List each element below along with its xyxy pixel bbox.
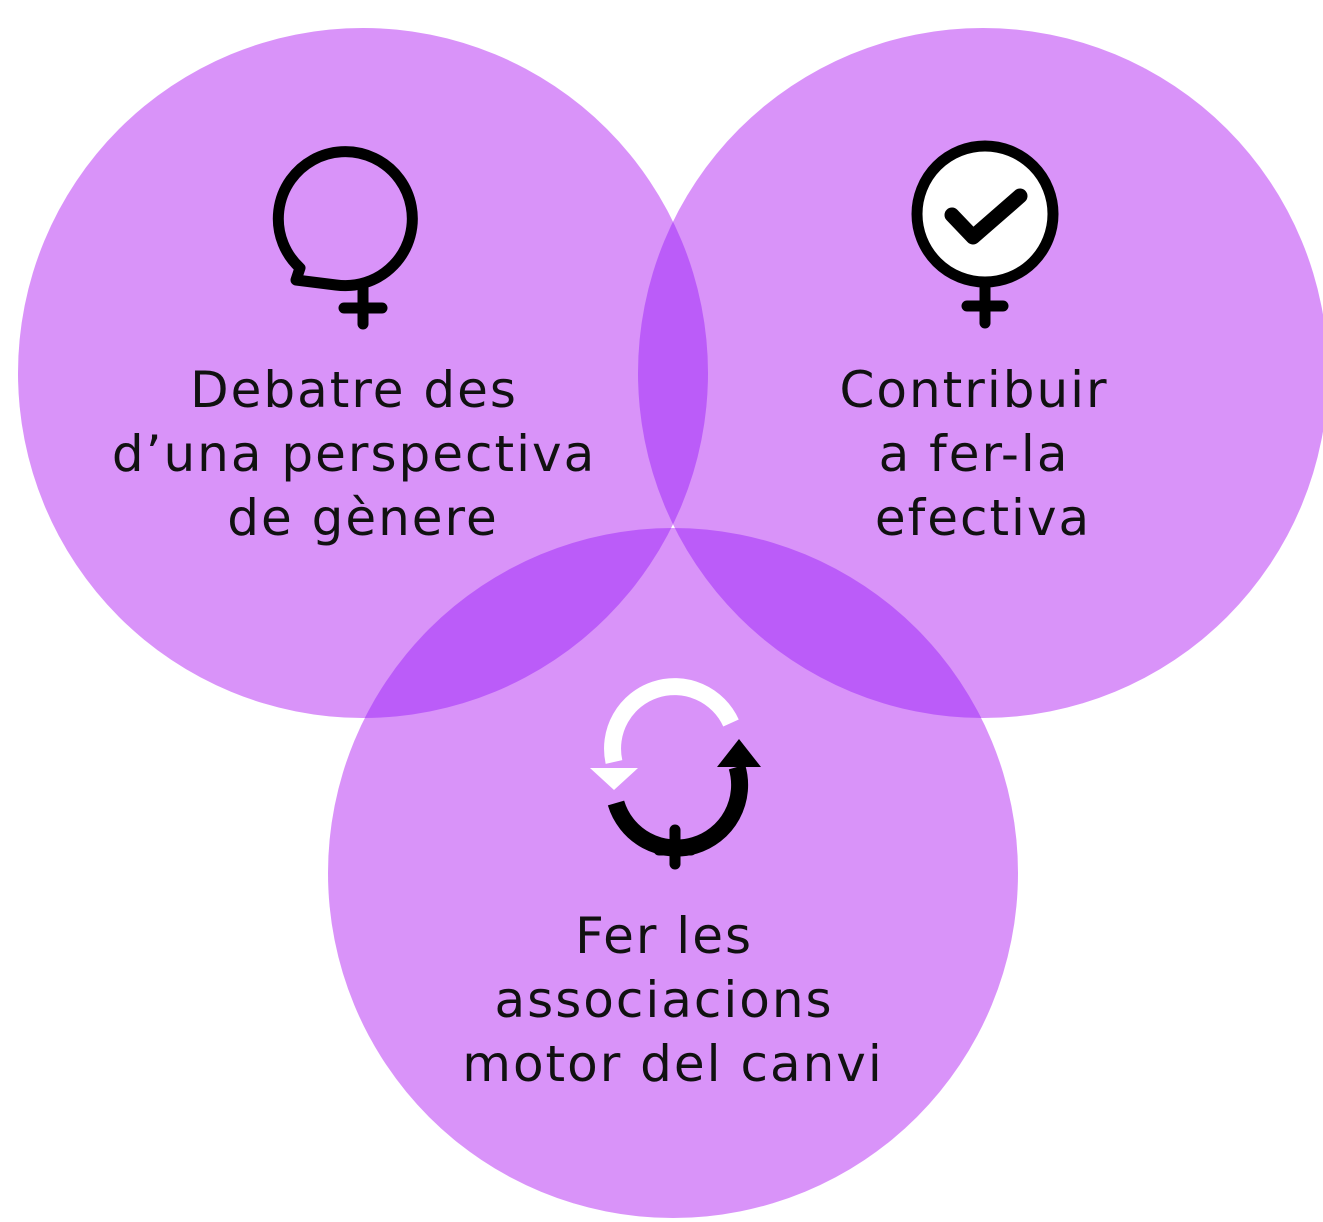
- label-line: efectiva: [875, 489, 1091, 547]
- label-line: de gènere: [227, 489, 499, 547]
- cycle-arrows-venus-icon: [590, 678, 761, 870]
- label-line: associacions: [495, 971, 834, 1029]
- circle-label-contribute: Contribuir a fer-la efectiva: [839, 361, 1126, 547]
- circles-layer: [18, 28, 1323, 1218]
- label-line: Contribuir: [839, 361, 1108, 419]
- circle-label-associations: Fer les associacions motor del canvi: [462, 907, 884, 1093]
- circle-label-debate: Debatre des d’una perspectiva de gènere: [112, 361, 614, 547]
- circle-contribute: [638, 28, 1323, 718]
- speech-bubble-venus-icon: [272, 146, 418, 330]
- label-line: a fer-la: [879, 425, 1070, 483]
- check-venus-icon: [911, 140, 1059, 329]
- label-line: Debatre des: [190, 361, 518, 419]
- label-line: d’una perspectiva: [112, 425, 596, 483]
- circle-debate: [18, 28, 708, 718]
- label-line: Fer les: [575, 907, 753, 965]
- circle-associations: [328, 528, 1018, 1218]
- label-line: motor del canvi: [462, 1035, 884, 1093]
